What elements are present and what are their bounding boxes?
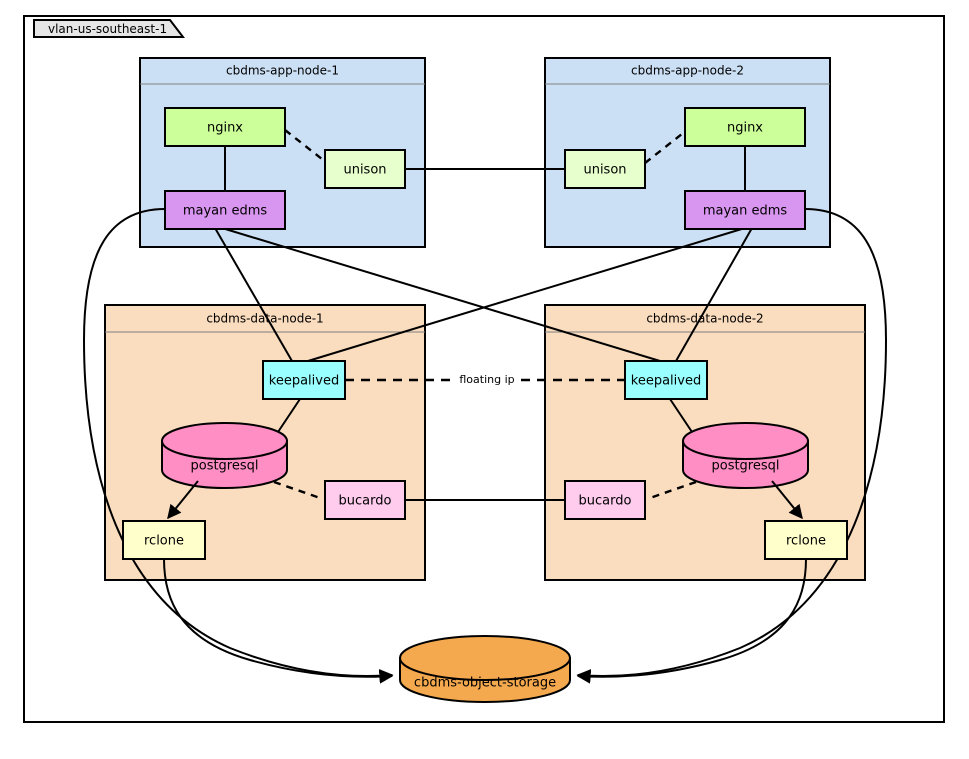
vlan-label: vlan-us-southeast-1 <box>48 22 167 36</box>
group-app-node-1-title: cbdms-app-node-1 <box>226 64 339 78</box>
node-app1-unison-label: unison <box>343 163 386 178</box>
node-object-storage-top[interactable] <box>399 635 571 681</box>
node-app1-nginx[interactable]: nginx <box>164 107 286 147</box>
node-object-storage-label: cbdms-object-storage <box>414 676 556 691</box>
node-app2-unison-label: unison <box>583 163 626 178</box>
node-data2-keepalived-box[interactable] <box>624 360 708 400</box>
node-data1-postgresql[interactable]: postgresql <box>161 422 288 489</box>
node-data2-keepalived[interactable]: keepalived <box>624 360 708 400</box>
node-app1-nginx-label: nginx <box>207 121 243 136</box>
node-data1-keepalived[interactable]: keepalived <box>262 360 346 400</box>
link-data2-postgresql-to-bucardo <box>646 480 697 501</box>
node-app1-unison-box[interactable] <box>324 149 406 189</box>
link-data2-postgresql-to-rclone <box>771 480 803 520</box>
node-data1-keepalived-box[interactable] <box>262 360 346 400</box>
node-data2-bucardo[interactable]: bucardo <box>564 480 646 520</box>
link-data1-rclone-to-object-storage <box>163 558 394 684</box>
link-data1-postgresql-to-rclone <box>167 480 199 520</box>
vlan-tab <box>33 19 186 38</box>
node-app2-mayan-edms[interactable]: mayan edms <box>684 190 806 230</box>
node-app2-unison[interactable]: unison <box>564 149 646 189</box>
node-data1-rclone[interactable]: rclone <box>122 520 206 560</box>
node-data1-bucardo-label: bucardo <box>339 494 392 509</box>
link-app2-mayan-to-data1-keepalived <box>307 227 746 362</box>
node-data1-rclone-label: rclone <box>144 534 184 549</box>
link-app1-mayan-to-data1-keepalived <box>214 227 293 362</box>
node-data1-postgresql-top[interactable] <box>161 422 288 460</box>
mayan-keepalived-links <box>214 227 753 362</box>
node-app1-mayan-box[interactable] <box>164 190 286 230</box>
group-app-node-2-title: cbdms-app-node-2 <box>631 64 744 78</box>
node-data2-rclone-box[interactable] <box>764 520 848 560</box>
link-app1-nginx-to-unison <box>284 129 328 164</box>
node-app2-mayan-label: mayan edms <box>703 204 788 219</box>
node-app2-unison-box[interactable] <box>564 149 646 189</box>
node-data1-postgresql-label: postgresql <box>190 459 258 474</box>
node-app1-mayan-edms[interactable]: mayan edms <box>164 190 286 230</box>
node-app2-mayan-box[interactable] <box>684 190 806 230</box>
node-app1-mayan-label: mayan edms <box>183 204 268 219</box>
group-data-node-2-title: cbdms-data-node-2 <box>646 312 763 326</box>
node-data2-postgresql[interactable]: postgresql <box>682 422 809 489</box>
link-app2-mayan-to-object-storage <box>576 208 888 683</box>
link-app1-mayan-to-data2-keepalived <box>221 227 661 362</box>
link-app2-mayan-to-data2-keepalived <box>675 227 753 362</box>
node-data2-bucardo-label: bucardo <box>579 494 632 509</box>
group-data-node-1-title: cbdms-data-node-1 <box>206 312 323 326</box>
floating-ip-link: floating ip <box>345 373 625 386</box>
node-data1-rclone-box[interactable] <box>122 520 206 560</box>
node-data2-bucardo-box[interactable] <box>564 480 646 520</box>
link-data1-postgresql-to-bucardo <box>273 480 324 501</box>
node-object-storage[interactable]: cbdms-object-storage <box>399 635 571 703</box>
node-app2-nginx[interactable]: nginx <box>684 107 806 147</box>
node-app2-nginx-label: nginx <box>727 121 763 136</box>
node-app2-nginx-box[interactable] <box>684 107 806 147</box>
node-data1-bucardo[interactable]: bucardo <box>324 480 406 520</box>
node-data1-keepalived-label: keepalived <box>269 374 339 389</box>
node-data2-keepalived-label: keepalived <box>631 374 701 389</box>
node-data2-rclone[interactable]: rclone <box>764 520 848 560</box>
node-data2-rclone-label: rclone <box>786 534 826 549</box>
link-app2-unison-to-nginx <box>644 129 688 164</box>
node-data2-postgresql-top[interactable] <box>682 422 809 460</box>
node-app1-nginx-box[interactable] <box>164 107 286 147</box>
floating-ip-label: floating ip <box>459 373 514 386</box>
link-data2-rclone-to-object-storage <box>576 558 807 684</box>
node-app1-unison[interactable]: unison <box>324 149 406 189</box>
object-storage-links <box>82 208 888 684</box>
node-data2-postgresql-label: postgresql <box>711 459 779 474</box>
node-data1-bucardo-box[interactable] <box>324 480 406 520</box>
link-app1-mayan-to-object-storage <box>82 208 394 683</box>
